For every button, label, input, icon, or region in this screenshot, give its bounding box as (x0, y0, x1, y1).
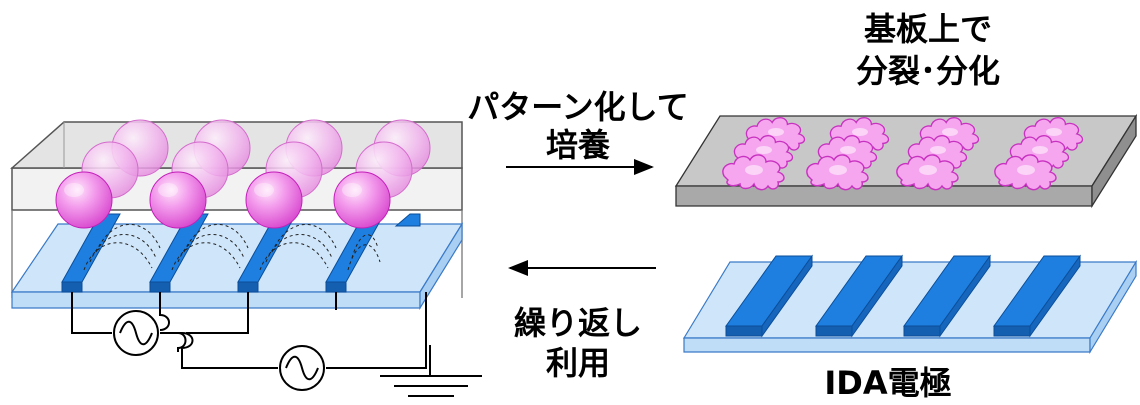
label-reuse-line2: 利用 (546, 344, 610, 382)
spread-cell-nuclei (745, 128, 1062, 175)
label-ida-electrode: IDA電極 (824, 364, 951, 402)
label-pattern-culture-line1: パターン化して (467, 88, 688, 126)
cell-highlights (64, 183, 362, 197)
label-pattern-culture-line2: 培養 (546, 126, 610, 164)
left-electrodes (61, 213, 421, 293)
ac-source-2-icon (279, 345, 325, 391)
cells-front-row (55, 171, 391, 229)
ida-electrode (682, 254, 1138, 355)
ground-icon (380, 345, 482, 397)
ida-electrode-fingers (725, 254, 1081, 338)
circuit-wiring (71, 292, 427, 369)
label-reuse-line1: 繰り返し (514, 304, 642, 342)
label-division-line2: 分裂･分化 (856, 52, 1000, 90)
ac-source-1-icon (113, 310, 159, 356)
left-chamber-assembly (10, 119, 482, 397)
electric-field-lines (83, 224, 381, 271)
label-division-line1: 基板上で (864, 10, 992, 48)
